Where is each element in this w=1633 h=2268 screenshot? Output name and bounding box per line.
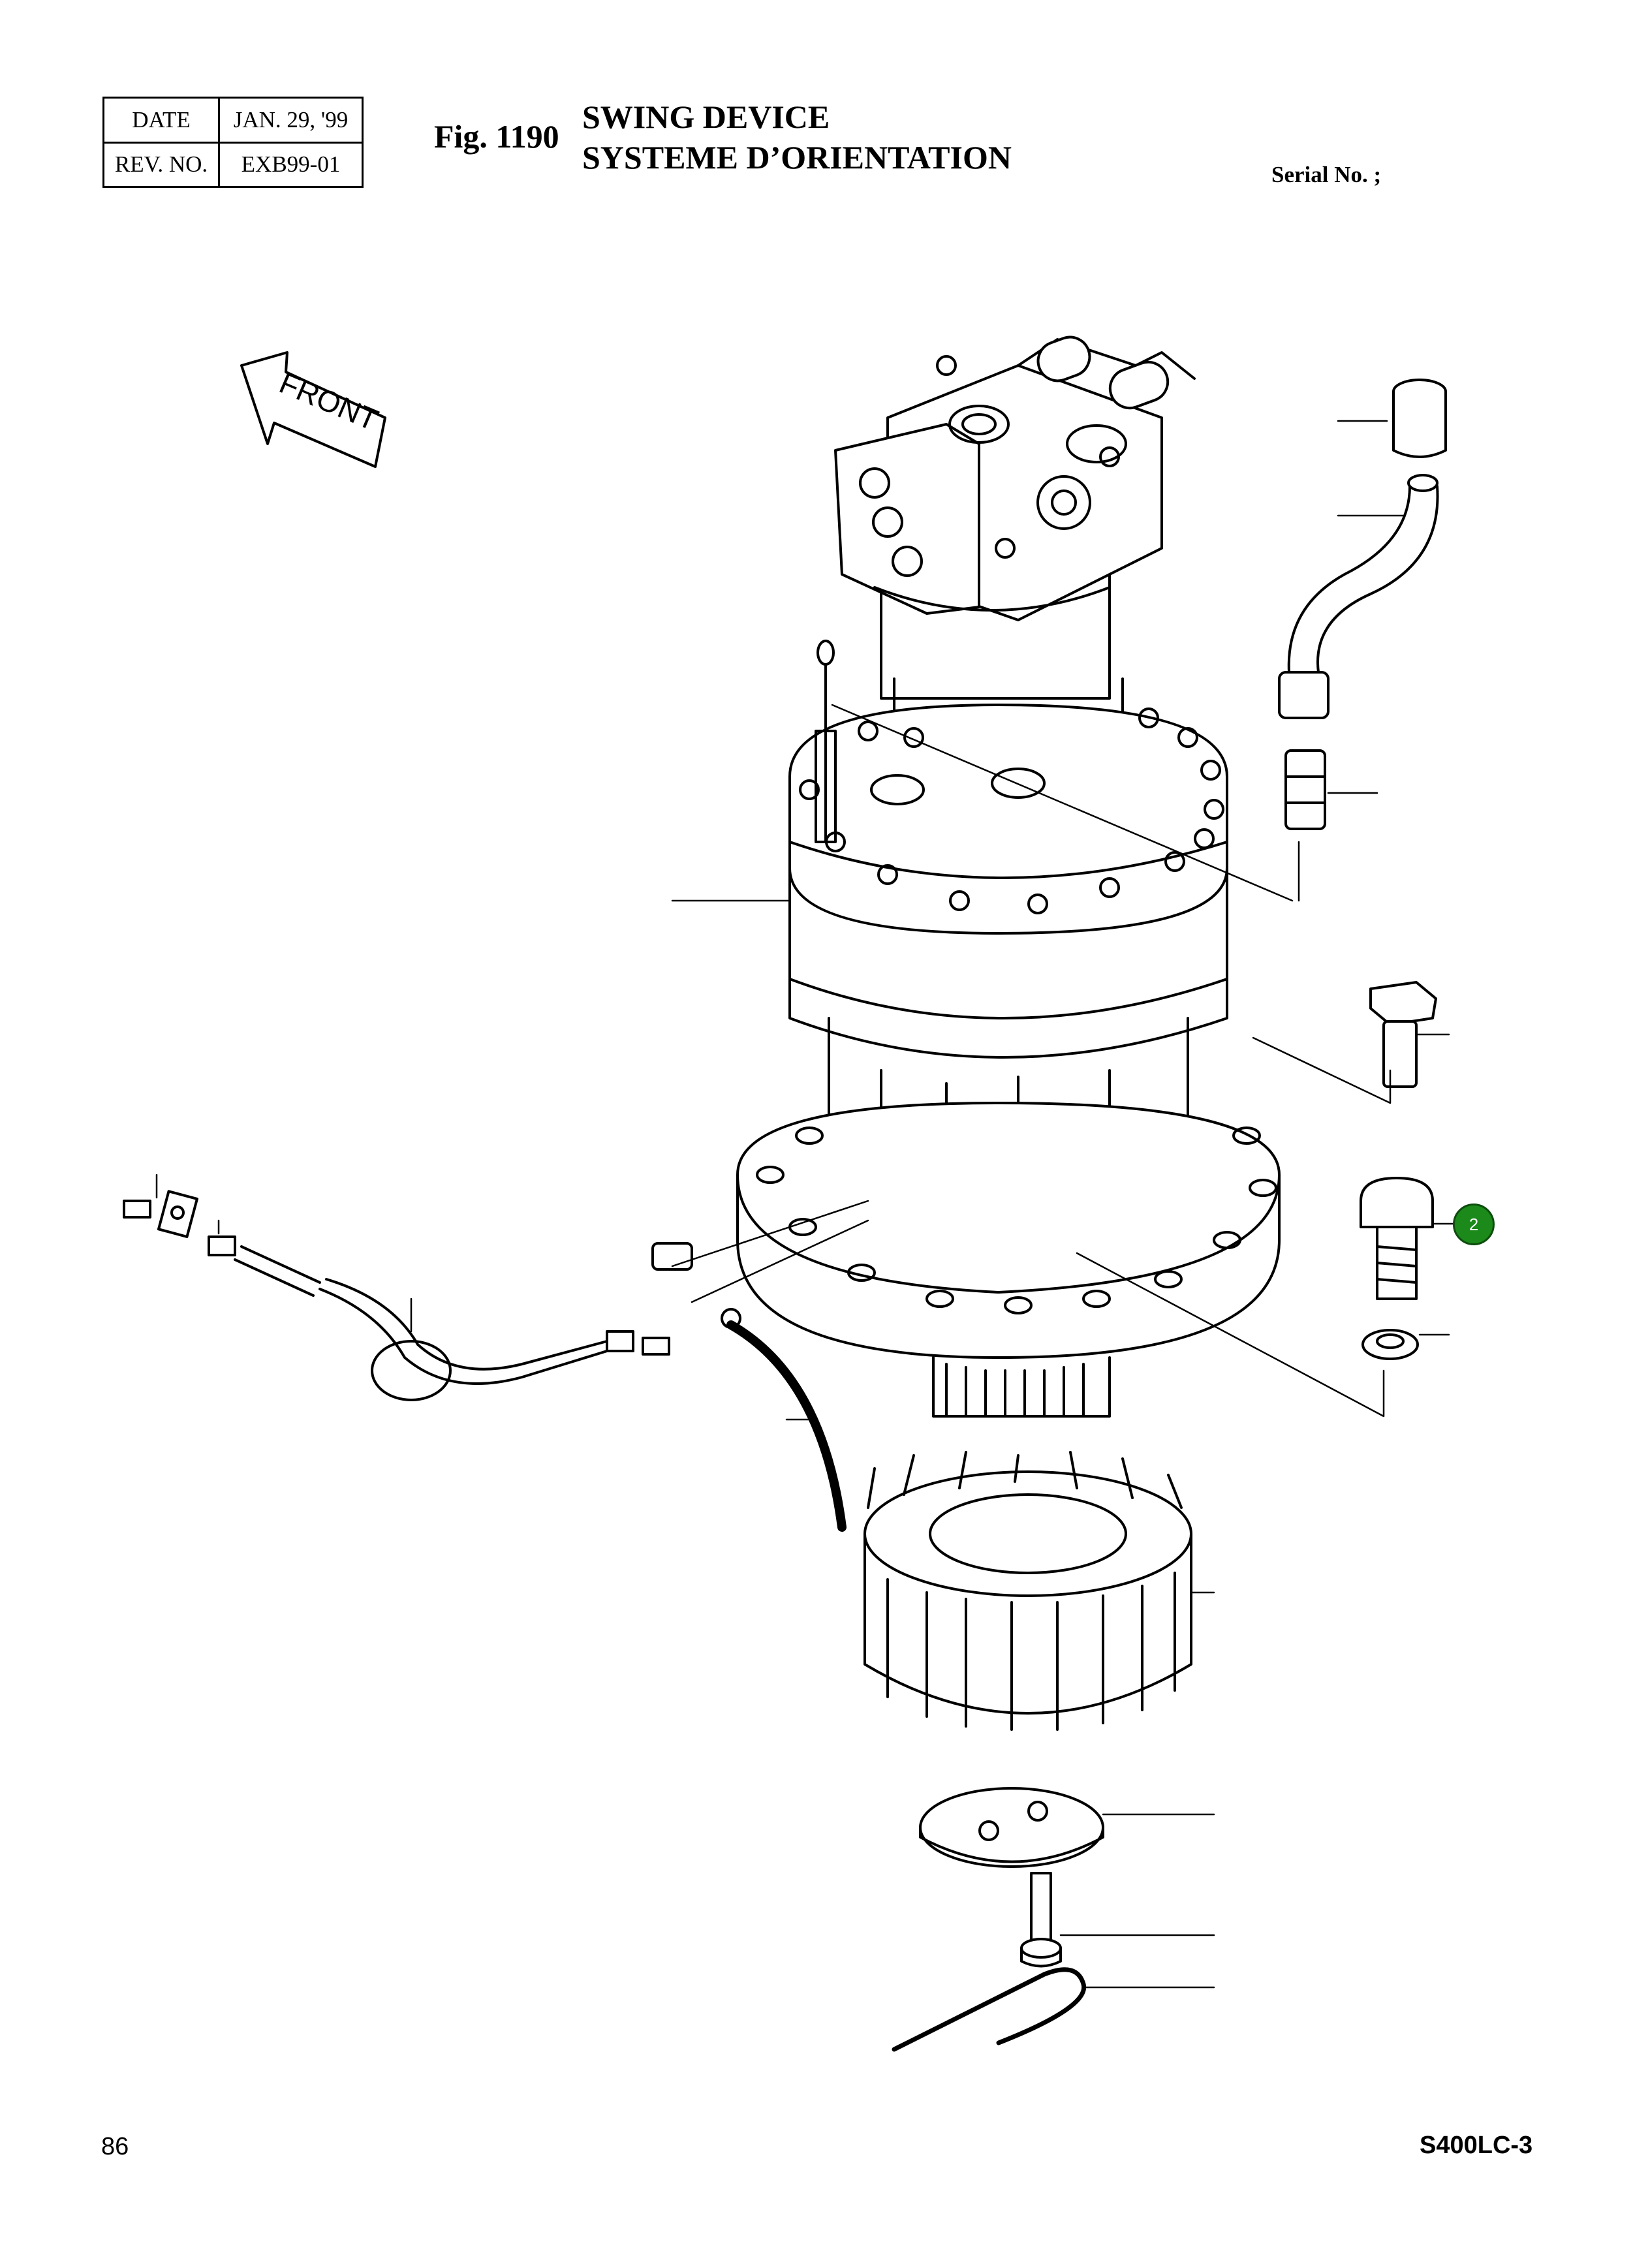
bolt-with-callout [1360,1177,1434,1300]
date-value: JAN. 29, '99 [218,97,364,144]
callout-2-marker[interactable]: 2 [1453,1204,1495,1245]
date-label: DATE [102,97,220,144]
front-arrow-icon: FRONT [240,351,386,468]
hose-assembly [1278,379,1447,830]
lock-washer [1361,1329,1419,1360]
title-french: SYSTEME D’ORIENTATION [582,139,1012,176]
model-number: S400LC-3 [1420,2132,1533,2159]
swing-motor [834,335,1196,700]
rev-value: EXB99-01 [218,141,364,188]
sensor-hose-assembly [123,1190,847,1532]
bolt-upper [1369,981,1437,1088]
page-number: 86 [101,2133,129,2160]
revision-table: DATE JAN. 29, '99 REV. NO. EXB99-01 [102,97,364,188]
plate-bolt [1020,1872,1062,1968]
figure-number: Fig. 1190 [434,118,559,155]
serial-number-label: Serial No. ; [1271,162,1382,187]
title-english: SWING DEVICE [582,99,830,135]
leader-lines [155,420,1454,1989]
dipstick [815,640,837,843]
rev-label: REV. NO. [102,141,220,188]
reduction-gearbox [736,677,1281,1418]
o-ring [892,1967,1087,2052]
pinion-gear [863,1451,1192,1731]
retainer-plate [919,1787,1104,1868]
